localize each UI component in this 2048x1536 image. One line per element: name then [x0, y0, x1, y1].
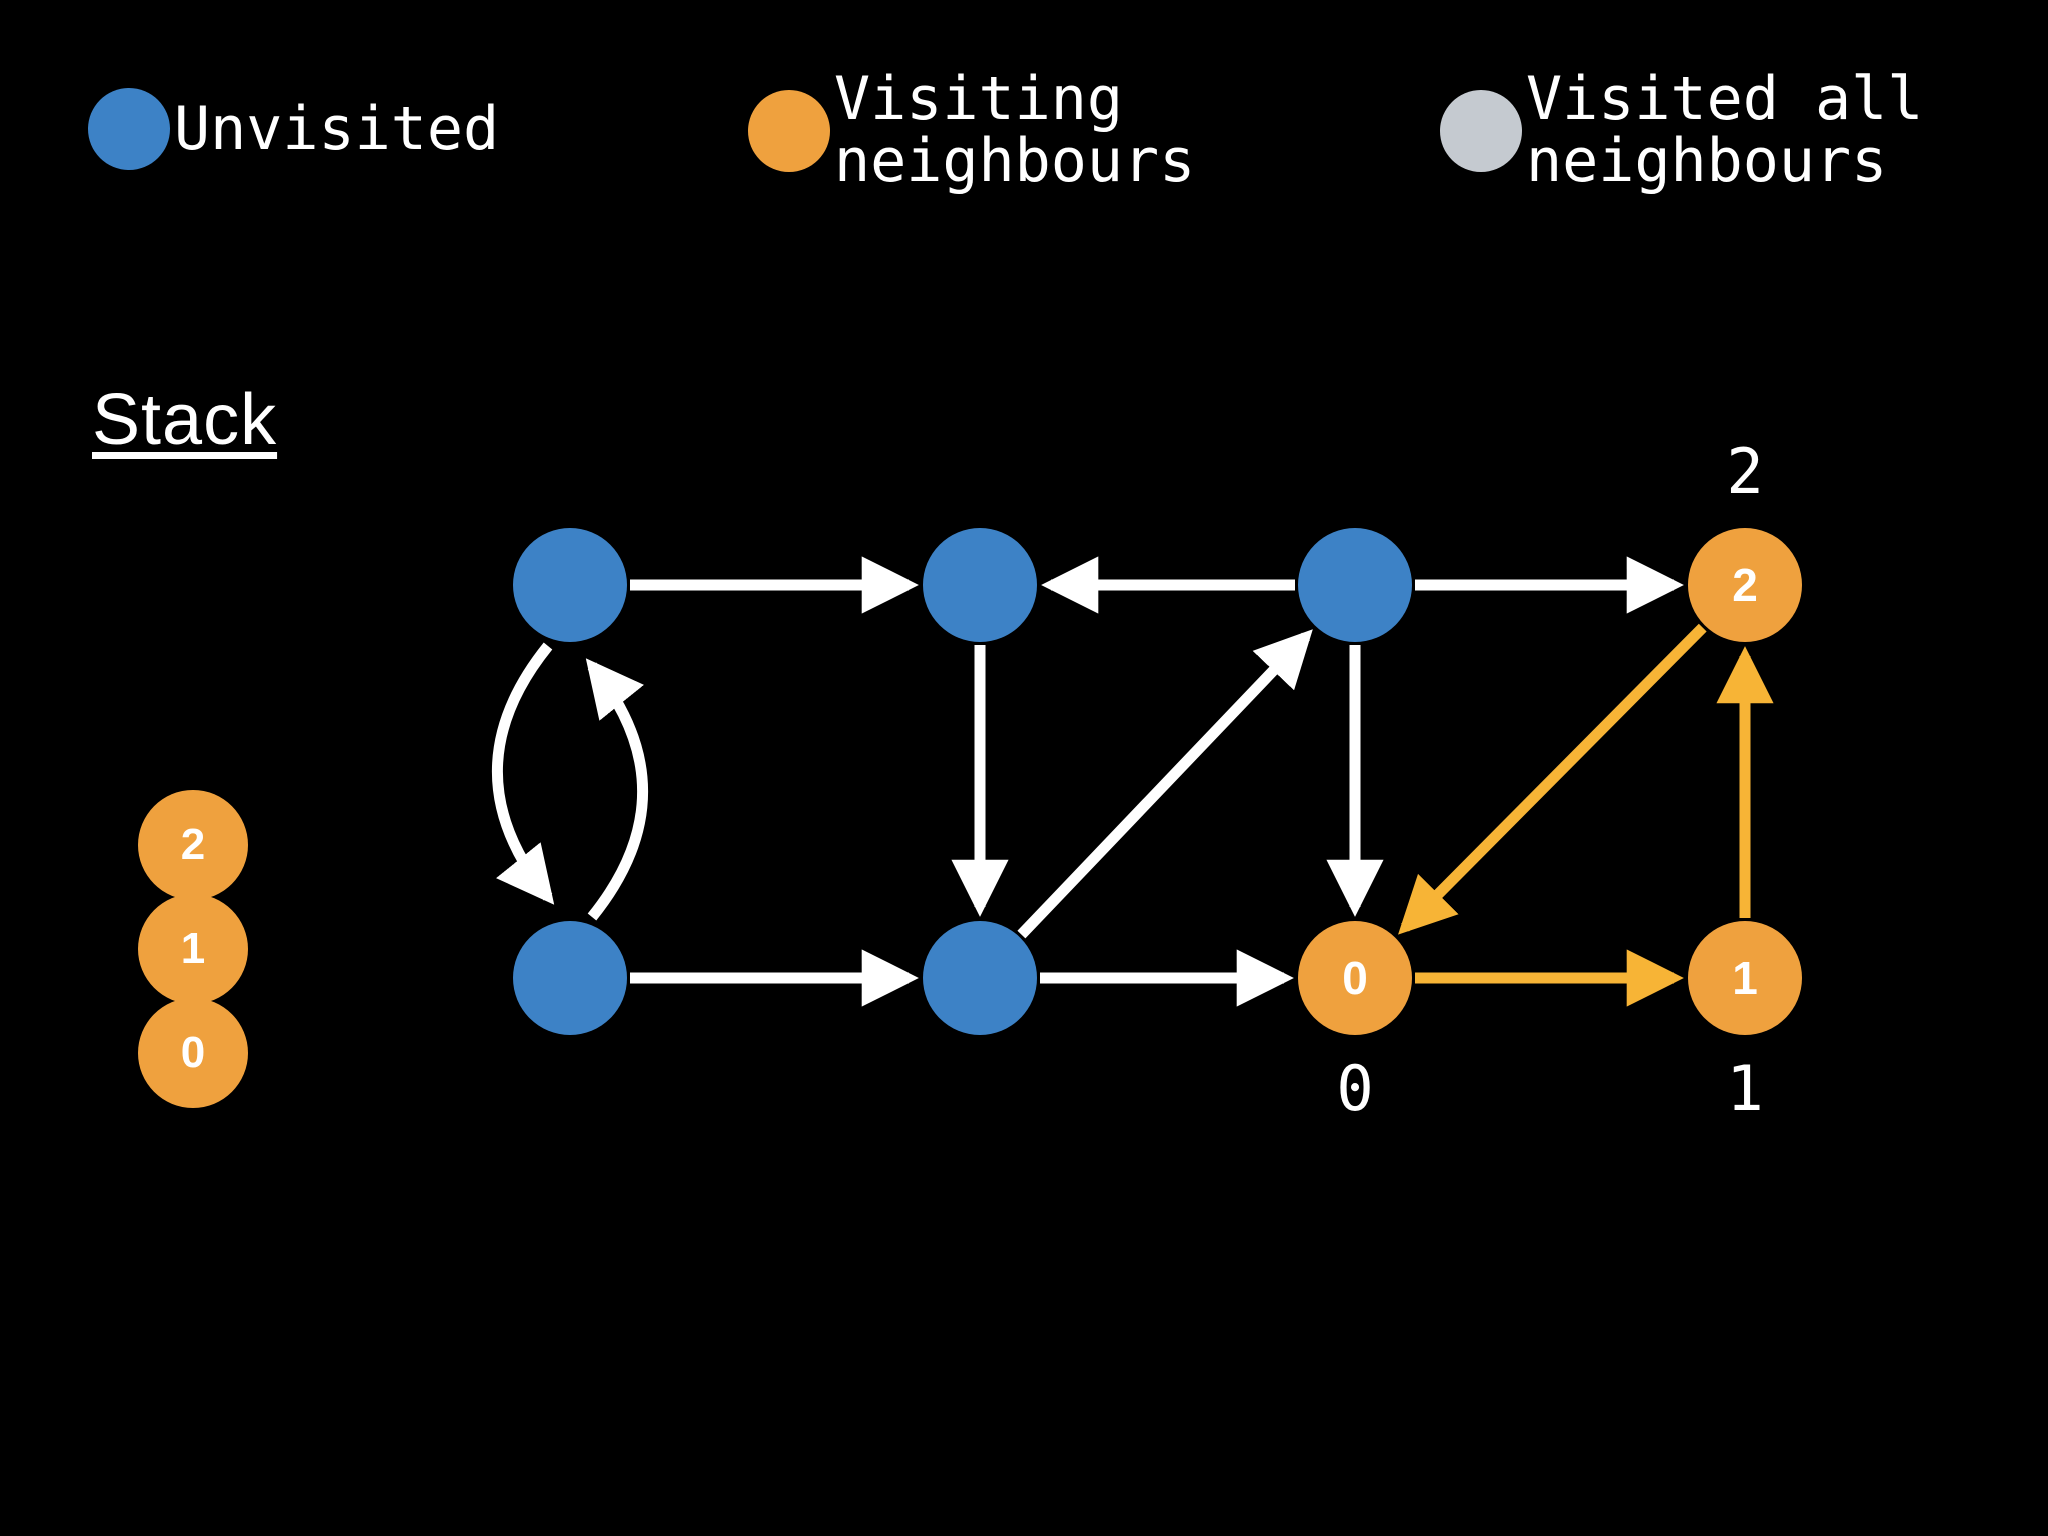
- legend-item-visited-all: Visited all neighbours: [1440, 68, 1923, 192]
- graph-node-external-label: 2: [1726, 435, 1764, 508]
- graph-edge: [585, 658, 649, 921]
- graph-node-n-bot-0[interactable]: [513, 921, 627, 1035]
- graph-edge: [491, 642, 555, 905]
- graph-edge: [1398, 623, 1707, 935]
- graph-node-2[interactable]: 2: [1688, 528, 1802, 642]
- graph-node-n-top-0[interactable]: [513, 528, 627, 642]
- graph-node-external-label: 0: [1336, 1052, 1374, 1125]
- stack-title: Stack: [92, 380, 278, 460]
- graph-node-0[interactable]: 0: [1298, 921, 1412, 1035]
- legend-item-visiting: Visiting neighbours: [748, 68, 1195, 192]
- graph-node-n-top-2[interactable]: [1298, 528, 1412, 642]
- stack-item-value: 1: [180, 924, 206, 973]
- legend-label-visited-all: Visited all neighbours: [1526, 64, 1924, 196]
- graph-edge: [1017, 629, 1313, 939]
- graph-node-value: 2: [1732, 559, 1758, 611]
- legend: Unvisited Visiting neighbours Visited al…: [0, 0, 2048, 240]
- stack-item: 0: [138, 998, 248, 1108]
- stack-item-value: 2: [180, 820, 206, 869]
- legend-label-visiting: Visiting neighbours: [834, 64, 1196, 196]
- circle-icon: [748, 90, 830, 172]
- legend-item-unvisited: Unvisited: [88, 88, 499, 170]
- circle-icon: [1440, 90, 1522, 172]
- stack-item-value: 0: [180, 1028, 206, 1077]
- graph-node-1[interactable]: 1: [1688, 921, 1802, 1035]
- stack-item: 2: [138, 790, 248, 900]
- graph-node-n-top-1[interactable]: [923, 528, 1037, 642]
- legend-label-unvisited: Unvisited: [174, 94, 500, 164]
- graph-node-value: 1: [1732, 952, 1758, 1004]
- circle-icon: [88, 88, 170, 170]
- graph-node-value: 0: [1342, 952, 1368, 1004]
- stack-item: 1: [138, 894, 248, 1004]
- graph-node-n-bot-1[interactable]: [923, 921, 1037, 1035]
- graph-node-external-label: 1: [1726, 1052, 1764, 1125]
